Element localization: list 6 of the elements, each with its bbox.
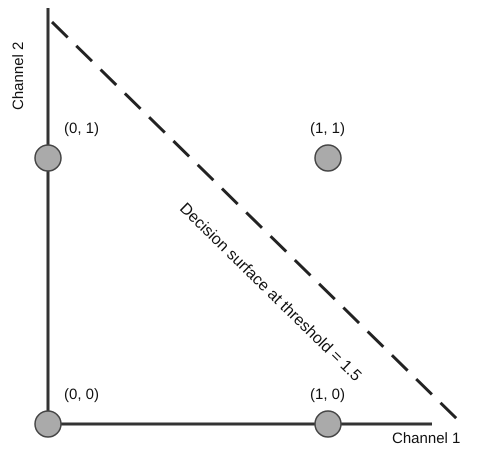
point-label: (0, 1) bbox=[64, 120, 100, 137]
point-label: (0, 0) bbox=[64, 386, 100, 403]
point-label: (1, 0) bbox=[310, 386, 346, 403]
axis-title: Channel 2 bbox=[10, 42, 27, 110]
point-label: (1, 1) bbox=[310, 120, 346, 137]
axis-title: Channel 1 bbox=[392, 430, 460, 447]
